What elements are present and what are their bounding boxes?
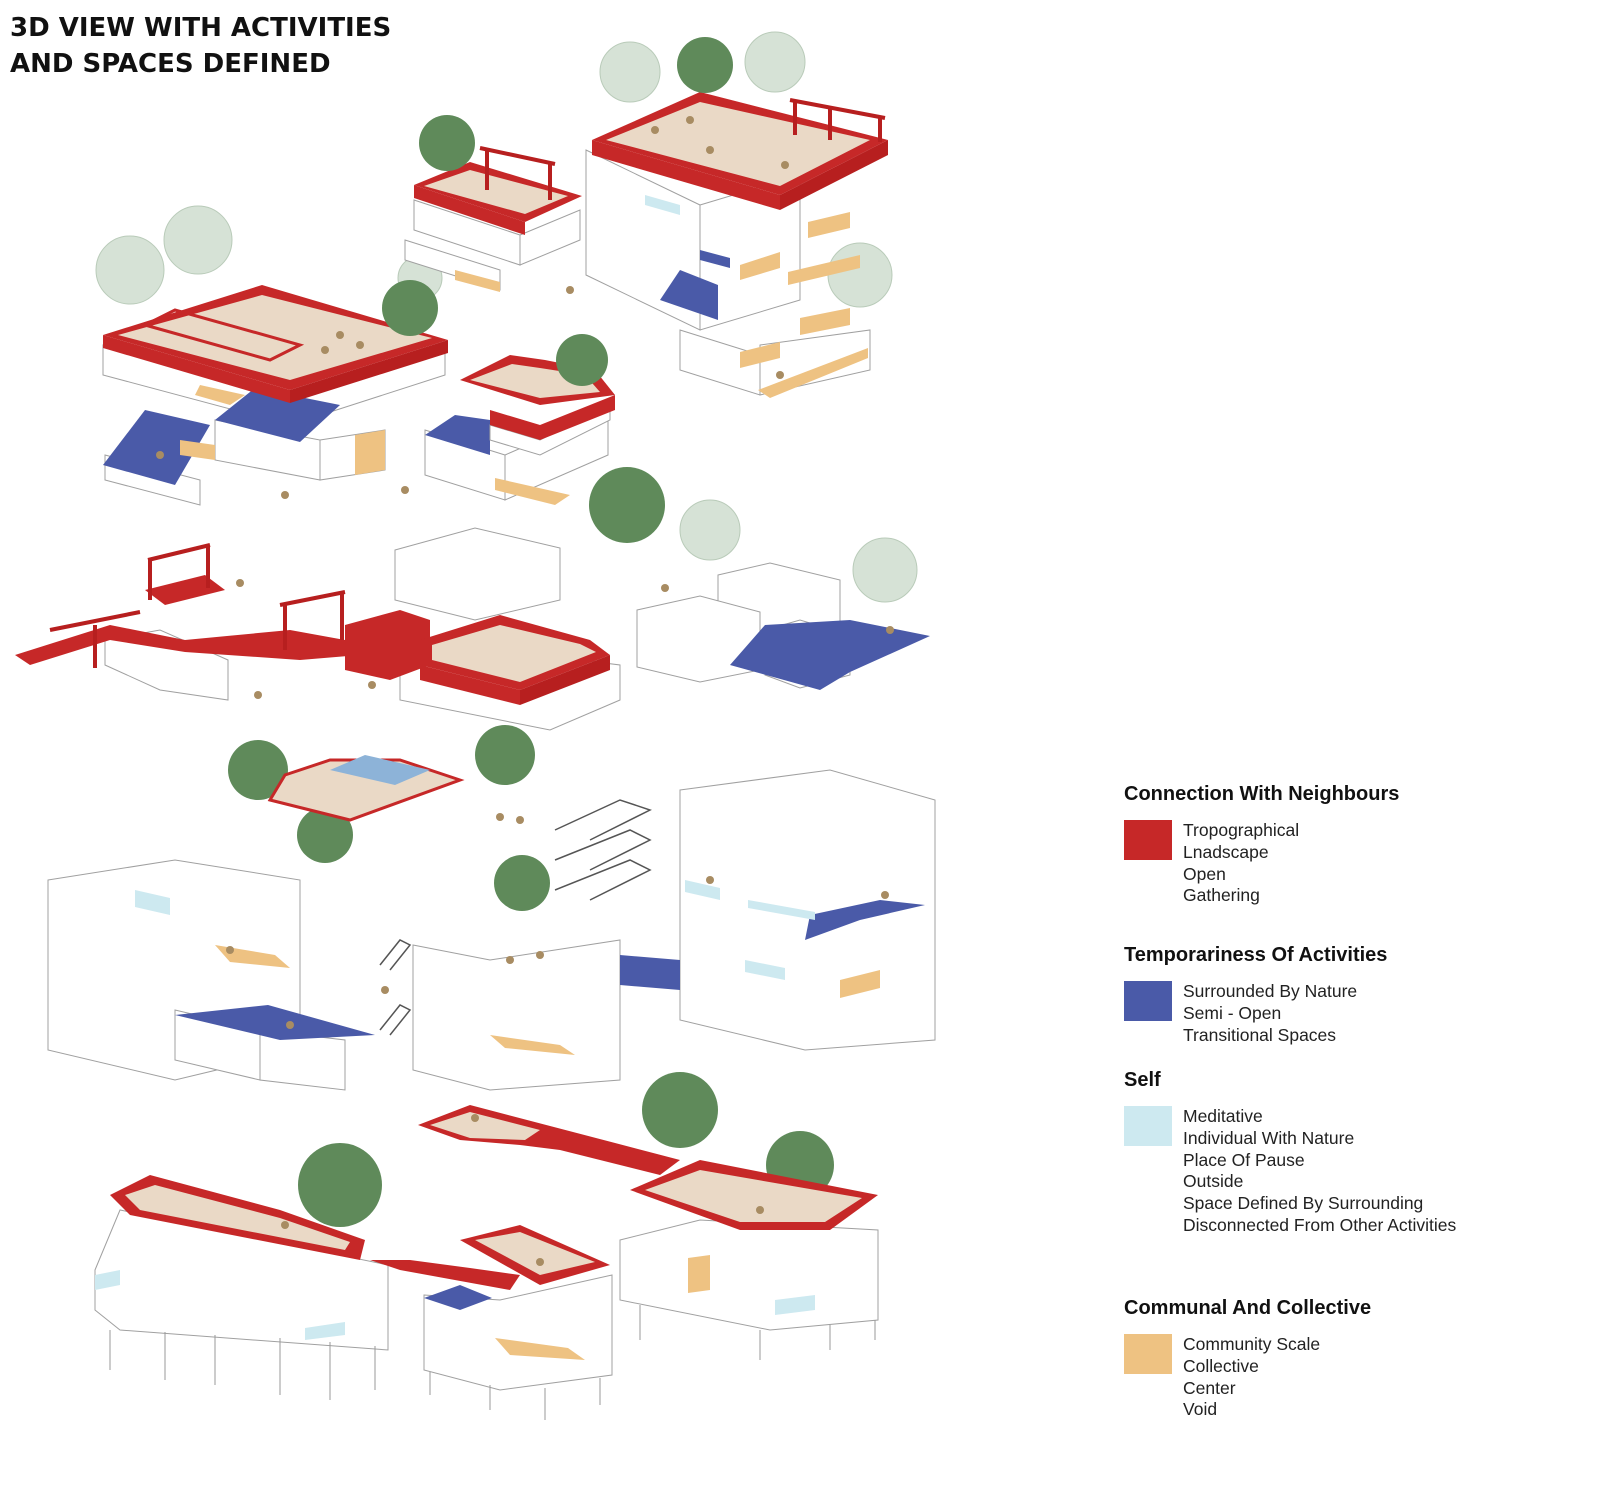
tree-icon [419,115,475,171]
tree-icon [589,467,665,543]
pool [330,755,430,785]
legend-line: Semi - Open [1183,1002,1282,1023]
legend-line: Transitional Spaces [1183,1024,1337,1045]
white-blocks [47,769,936,1091]
legend-text: Meditative Individual With Nature Place … [1183,1106,1594,1237]
blue-space [805,900,925,940]
legend-heading: Self [1124,1069,1161,1091]
legend-heading: Connection With Neighbours [1124,783,1400,805]
columns [109,1305,876,1420]
orange-spaces [740,212,868,398]
legend-line: Community Scale [1183,1334,1321,1354]
legend-swatch-blue [1124,981,1172,1021]
legend-text: Community Scale Collective Center Void [1183,1334,1594,1421]
plaza-deck [645,1170,862,1222]
blue-space [700,250,730,268]
legend-entry: Surrounded By Nature Semi - Open Transit… [1124,981,1594,1046]
pergola [789,98,886,142]
blue-space [620,955,680,990]
bridge-frame [418,1105,680,1175]
tree-icon [475,725,535,785]
blue-space [660,270,718,320]
legend-entry: Meditative Individual With Nature Place … [1124,1106,1594,1237]
isometric-diagram [15,31,936,1420]
legend-group-self: Self Meditative Individual With Nature P… [1124,1069,1594,1237]
level-1 [95,31,893,506]
legend-text: Surrounded By Nature Semi - Open Transit… [1183,981,1594,1046]
level-4 [94,1072,879,1420]
tree-icon [297,807,353,863]
tree-icon [677,37,733,93]
legend-line: Space Defined By Surrounding [1183,1193,1424,1214]
legend-line: Collective [1183,1355,1259,1376]
bridge-path [370,1260,520,1290]
legend-line: Gathering [1183,885,1260,906]
legend-text: Tropographical Lnadscape Open Gathering [1183,820,1594,907]
legend-group-temporariness: Temporariness Of Activities Surrounded B… [1124,944,1594,1046]
blue-space [730,620,930,690]
legend-heading: Communal And Collective [1124,1297,1372,1319]
page-title-line-2: AND SPACES DEFINED [10,49,331,79]
playground-deck [432,625,596,682]
level-2 [15,467,930,731]
tree-icon [642,1072,718,1148]
legend-line: Lnadscape [1183,841,1269,862]
level-3 [47,725,936,1091]
people-figures [156,116,894,1266]
blue-space [425,415,490,455]
blue-space [215,388,340,442]
legend-line: Meditative [1183,1106,1263,1126]
amphitheatre [140,308,305,362]
blue-space [424,1285,492,1310]
pergola [49,543,346,668]
legend-line: Individual With Nature [1183,1127,1355,1148]
legend-swatch-light-blue [1124,1106,1172,1146]
staircases [379,799,652,1036]
legend-line: Disconnected From Other Activities [1183,1214,1457,1235]
legend-entry: Tropographical Lnadscape Open Gathering [1124,820,1594,907]
tree-icon [494,855,550,911]
garden-deck [125,1185,350,1250]
tree-icon [382,280,438,336]
blue-space [103,410,210,485]
tree-icon [228,740,288,800]
garden-path [15,625,360,665]
tree-icon [298,1143,382,1227]
legend-line: Place Of Pause [1183,1149,1305,1170]
legend-line: Outside [1183,1171,1244,1192]
legend-line: Tropographical [1183,820,1300,840]
tree-icon [556,334,608,386]
legend-line: Surrounded By Nature [1183,981,1358,1001]
roof-deck [424,170,568,214]
red-block [345,610,430,680]
legend-line: Void [1183,1399,1218,1420]
legend-entry: Community Scale Collective Center Void [1124,1334,1594,1421]
legend-line: Center [1183,1377,1236,1398]
light-blue-space [645,195,680,215]
legend-group-neighbours: Connection With Neighbours Tropographica… [1124,783,1594,907]
legend-heading: Temporariness Of Activities [1124,944,1388,966]
page-title: 3D VIEW WITH ACTIVITIES AND SPACES DEFIN… [10,10,391,82]
roof-deck [606,102,870,186]
blue-space [175,1005,375,1040]
legend-group-communal: Communal And Collective Community Scale … [1124,1297,1594,1421]
pergola [479,146,556,200]
legend-swatch-red [1124,820,1172,860]
legend-line: Open [1183,863,1226,884]
legend-swatch-orange [1124,1334,1172,1374]
page-title-line-1: 3D VIEW WITH ACTIVITIES [10,13,392,43]
